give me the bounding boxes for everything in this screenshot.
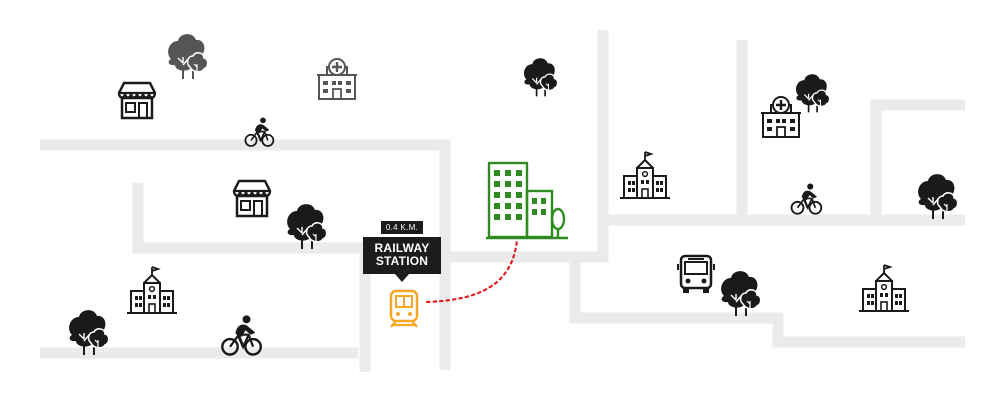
train-icon (389, 289, 419, 329)
store-icon (232, 179, 272, 218)
cyclist-icon (790, 182, 823, 215)
railway-station-callout: 0.4 K.M. RAILWAY STATION (363, 217, 441, 282)
route-line (425, 238, 519, 304)
tree-icon (795, 73, 831, 114)
station-label-line1: RAILWAY (374, 241, 430, 255)
tree-icon (167, 33, 209, 80)
bus-icon (676, 254, 716, 295)
school-icon (619, 151, 671, 199)
station-label: RAILWAY STATION (363, 237, 441, 274)
station-label-line2: STATION (375, 254, 429, 268)
hospital-icon (759, 95, 803, 139)
tree-icon (917, 173, 959, 220)
tree-icon (286, 203, 328, 250)
distance-label: 0.4 K.M. (380, 221, 424, 234)
road-network (40, 30, 965, 372)
callout-pointer (395, 274, 409, 282)
school-icon (858, 264, 910, 312)
hospital-icon (315, 57, 359, 101)
tree-icon (523, 57, 559, 98)
office-building-icon (486, 161, 568, 240)
tree-icon (720, 270, 762, 317)
school-icon (126, 266, 178, 314)
store-icon (117, 81, 157, 120)
